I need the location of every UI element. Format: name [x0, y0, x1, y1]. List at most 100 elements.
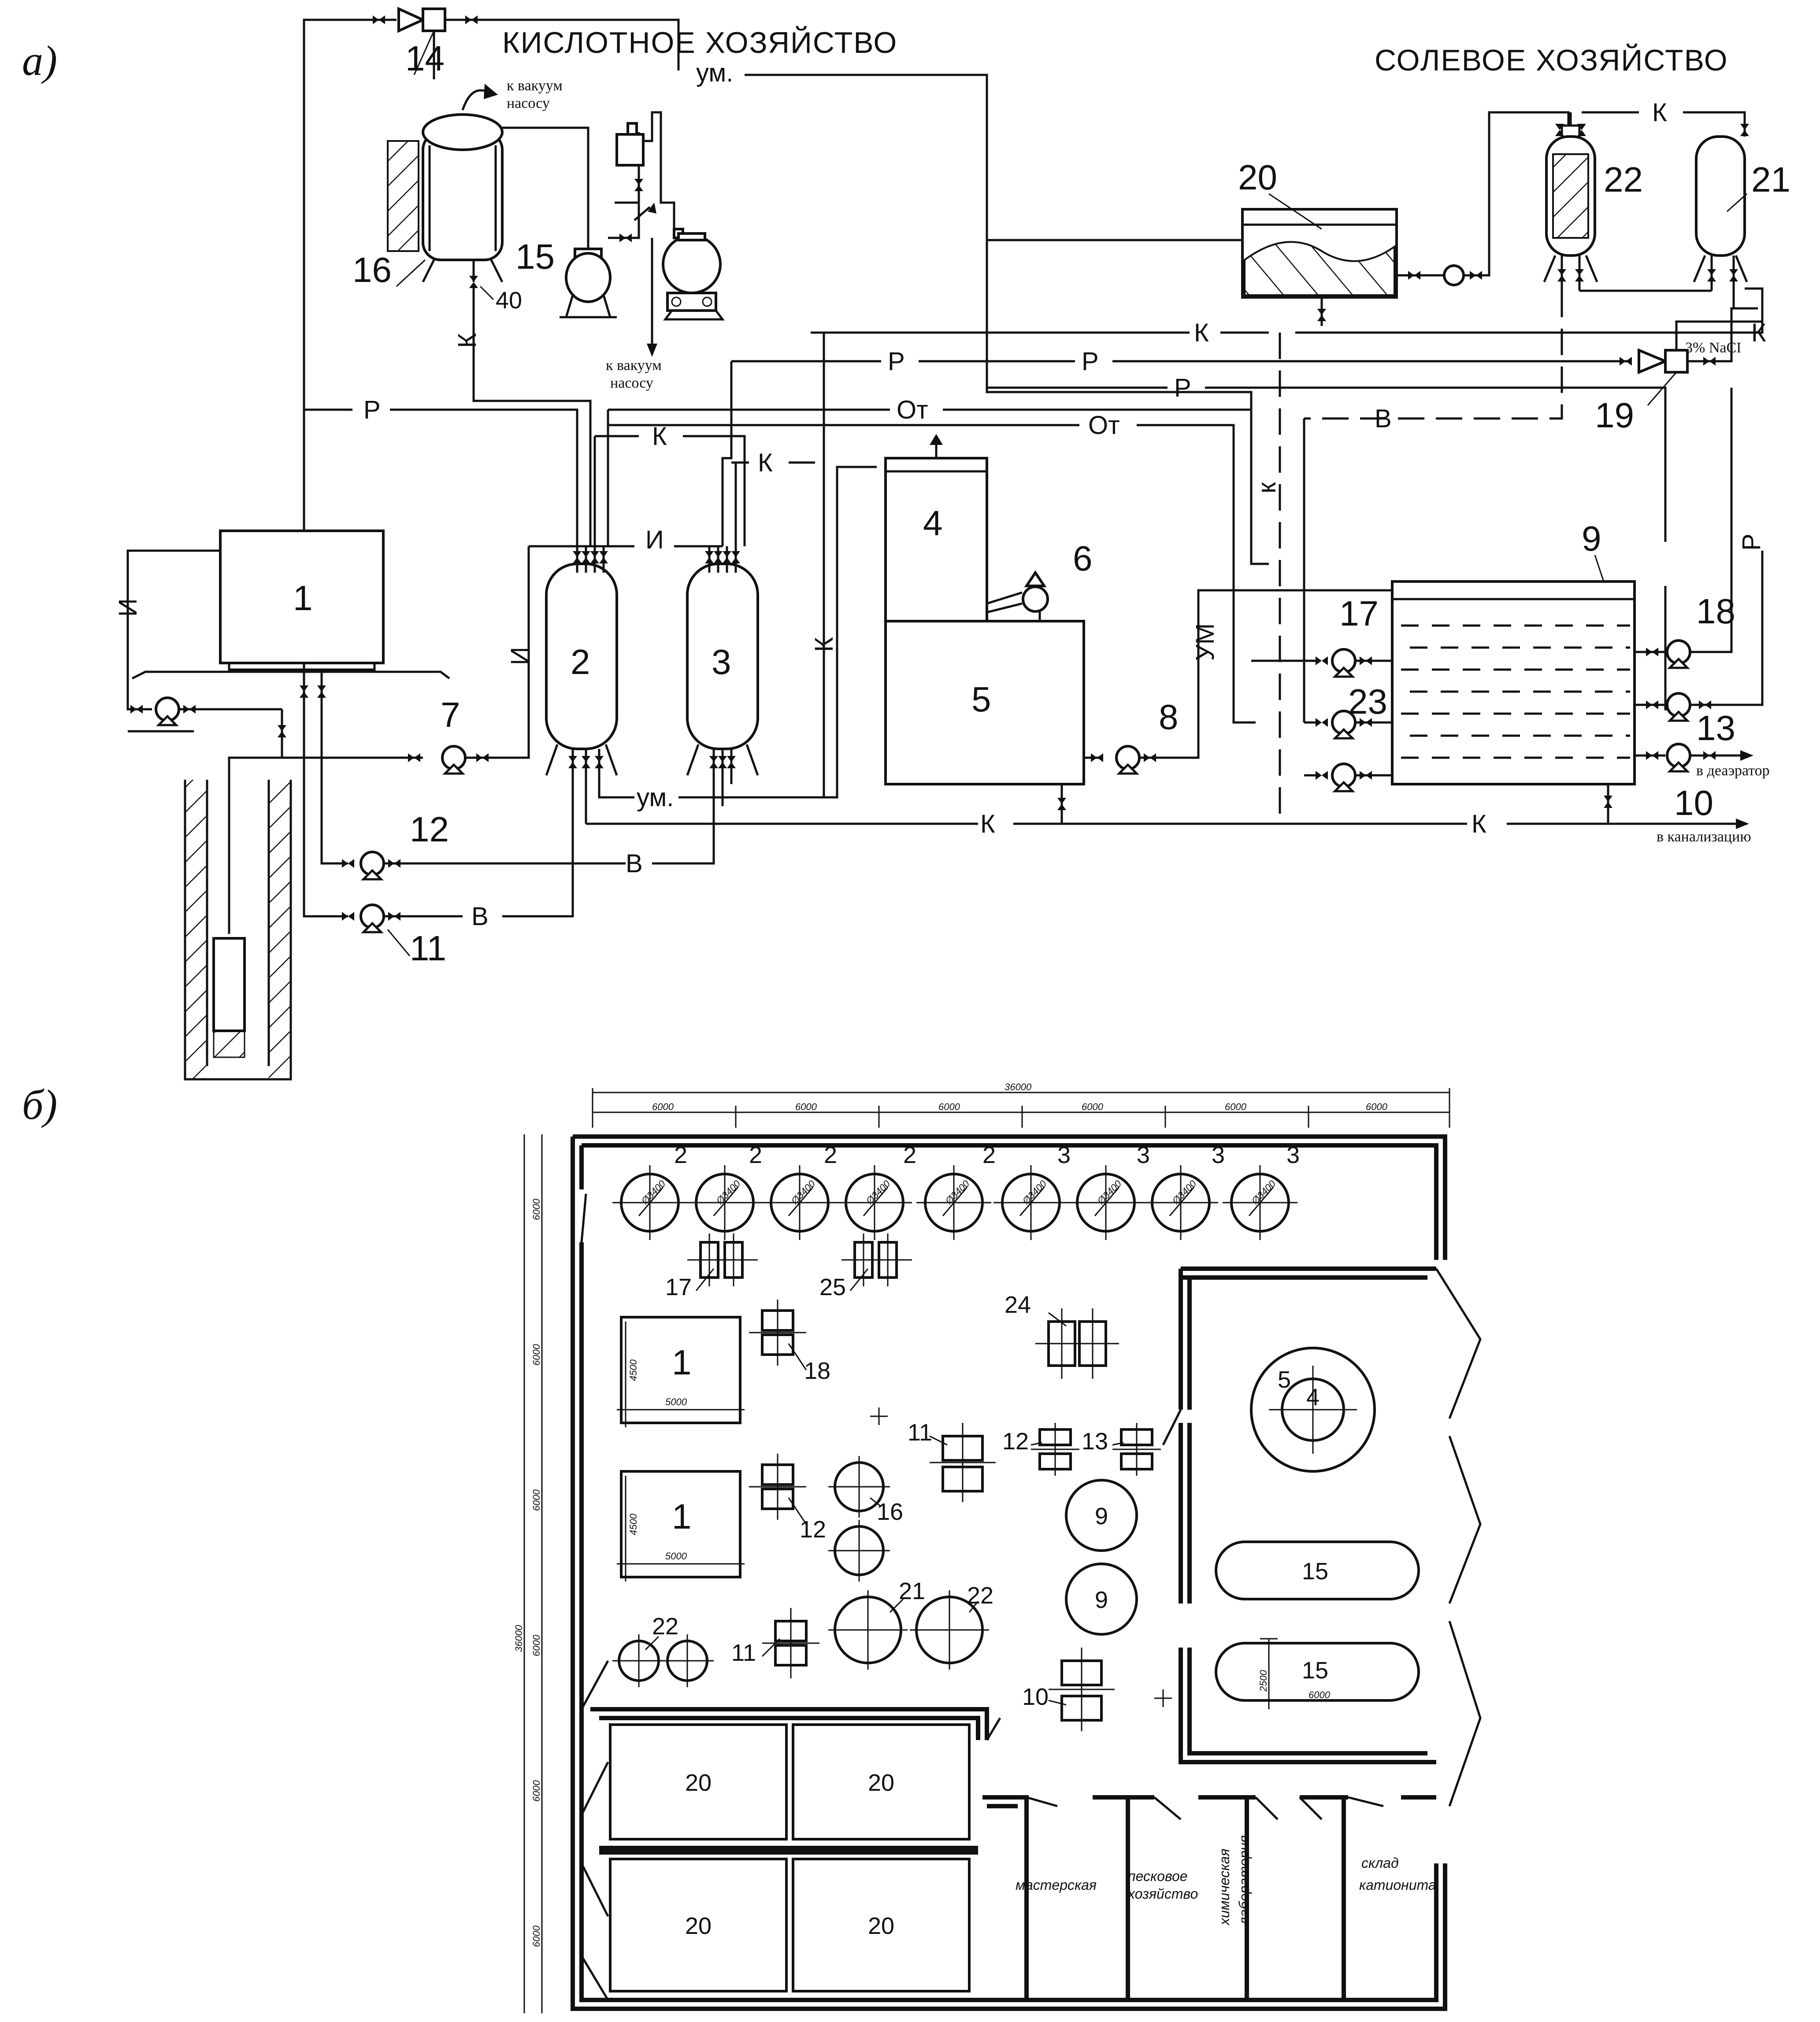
salt-section-title: СОЛЕВОЕ ХОЗЯЙСТВО [1375, 43, 1728, 77]
code-i-3: И [645, 526, 664, 554]
plan-tank-1a: 1 5000 4500 [617, 1316, 745, 1427]
plan-bunker-15b: 15 2500 6000 [1215, 1638, 1420, 1709]
room-lab-1: химическая [1216, 1848, 1232, 1926]
plan-pumps-11-upper: 11 [908, 1419, 996, 1502]
tank-16-heater [387, 140, 419, 252]
label-10: 10 [1674, 783, 1713, 822]
plan-doors [580, 1193, 1482, 2001]
code-k-3: К [758, 448, 773, 477]
svg-text:6000: 6000 [652, 1101, 674, 1112]
code-k-small: к [1253, 482, 1281, 493]
svg-text:21: 21 [899, 1578, 925, 1604]
label-17: 17 [1339, 594, 1379, 633]
filter-3-4 [1223, 1165, 1297, 1240]
fan-6 [1022, 585, 1049, 613]
code-r-left: Р [363, 396, 381, 424]
svg-text:3: 3 [1286, 1142, 1300, 1168]
plan-pumps-25: 25 [819, 1233, 912, 1300]
svg-text:17: 17 [665, 1274, 692, 1300]
code-r-bus2: Р [1082, 347, 1099, 376]
deaerator-label: в деаэратор [1696, 763, 1770, 779]
svg-text:6000: 6000 [531, 1344, 542, 1366]
svg-text:36000: 36000 [513, 1625, 524, 1652]
svg-text:22: 22 [967, 1582, 993, 1609]
svg-text:20: 20 [868, 1770, 894, 1796]
label-19: 19 [1595, 396, 1634, 435]
plan-pumps-18: 18 [749, 1300, 830, 1384]
svg-text:6000: 6000 [531, 1925, 542, 1947]
to-vacuum-1-b: насосу [507, 95, 550, 111]
label-4: 4 [923, 504, 943, 543]
filter-3-1 [993, 1165, 1068, 1240]
label-7: 7 [441, 695, 460, 734]
code-k-bottom: К [980, 810, 995, 838]
svg-text:15: 15 [1302, 1657, 1328, 1684]
svg-text:6000: 6000 [938, 1101, 960, 1112]
code-um-bottom: ум. [637, 783, 674, 812]
well-pump [212, 937, 246, 1032]
label-8: 8 [1159, 697, 1179, 737]
svg-text:1: 1 [672, 1343, 692, 1382]
code-ot-1: От [897, 396, 928, 424]
svg-text:6000: 6000 [1366, 1101, 1388, 1112]
filter-3-2 [1068, 1165, 1143, 1240]
filter-3-3 [1143, 1165, 1218, 1240]
code-r-bus3: Р [1174, 374, 1191, 402]
filter-2 [545, 563, 618, 750]
plan-pumps-17: 17 [665, 1233, 758, 1300]
plan-pumps-13: 13 [1082, 1423, 1161, 1476]
plan-pumps-12-upper: 12 [1002, 1423, 1079, 1476]
svg-text:20: 20 [685, 1770, 712, 1796]
plan-tanks-9: 9 9 [1065, 1479, 1138, 1636]
code-r-vert: Р [1737, 533, 1766, 551]
nacl-label: 3% NaCI [1685, 340, 1741, 356]
pipe-k-16 [472, 286, 592, 546]
label-1: 1 [293, 578, 313, 618]
code-r-bus1: Р [888, 347, 905, 376]
svg-text:5: 5 [1278, 1367, 1291, 1393]
label-3: 3 [712, 642, 731, 681]
svg-text:11: 11 [908, 1419, 932, 1446]
code-v-2: В [471, 902, 489, 931]
plan-pumps-11-lower: 11 [731, 1608, 819, 1678]
plan-tank-1b: 1 5000 4500 [617, 1470, 745, 1581]
to-vacuum-2-b: насосу [610, 375, 653, 391]
svg-text:6000: 6000 [531, 1634, 542, 1656]
plan-filter-22: 22 [910, 1582, 993, 1670]
svg-text:2: 2 [749, 1142, 762, 1168]
label-2: 2 [571, 642, 590, 681]
label-5: 5 [971, 680, 991, 719]
code-um-top: ум. [696, 59, 733, 87]
tank-9 [1391, 580, 1636, 785]
tank-16-legs [422, 259, 504, 283]
filter-2-1 [612, 1165, 687, 1240]
svg-text:15: 15 [1302, 1558, 1328, 1585]
svg-text:12: 12 [1002, 1428, 1029, 1455]
plan-pumps-10: 10 [1022, 1648, 1115, 1731]
plan-walls [571, 1134, 1447, 2011]
pipe-14-out [445, 19, 680, 70]
ejector-14 [397, 7, 426, 33]
room-store-2: катионита [1359, 1877, 1436, 1893]
label-20: 20 [1238, 158, 1277, 197]
svg-text:25: 25 [819, 1274, 846, 1300]
room-sand-1: песковое [1128, 1868, 1188, 1884]
label-14: 14 [405, 39, 445, 78]
svg-text:9: 9 [1095, 1503, 1108, 1529]
pipe-r-left [303, 19, 397, 727]
svg-text:4500: 4500 [628, 1513, 639, 1535]
svg-text:4500: 4500 [628, 1359, 639, 1381]
label-18: 18 [1696, 592, 1735, 631]
svg-text:2: 2 [903, 1142, 916, 1168]
label-15: 15 [515, 237, 555, 276]
room-workshop: мастерская [1016, 1877, 1097, 1893]
svg-text:6000: 6000 [531, 1780, 542, 1802]
tank-1 [219, 530, 385, 664]
label-13: 13 [1696, 708, 1735, 748]
code-v-1: В [626, 849, 643, 878]
leader-16 [396, 259, 426, 287]
label-23: 23 [1348, 682, 1387, 721]
svg-text:2: 2 [982, 1142, 996, 1168]
code-um-vert: УМ [1191, 623, 1220, 661]
